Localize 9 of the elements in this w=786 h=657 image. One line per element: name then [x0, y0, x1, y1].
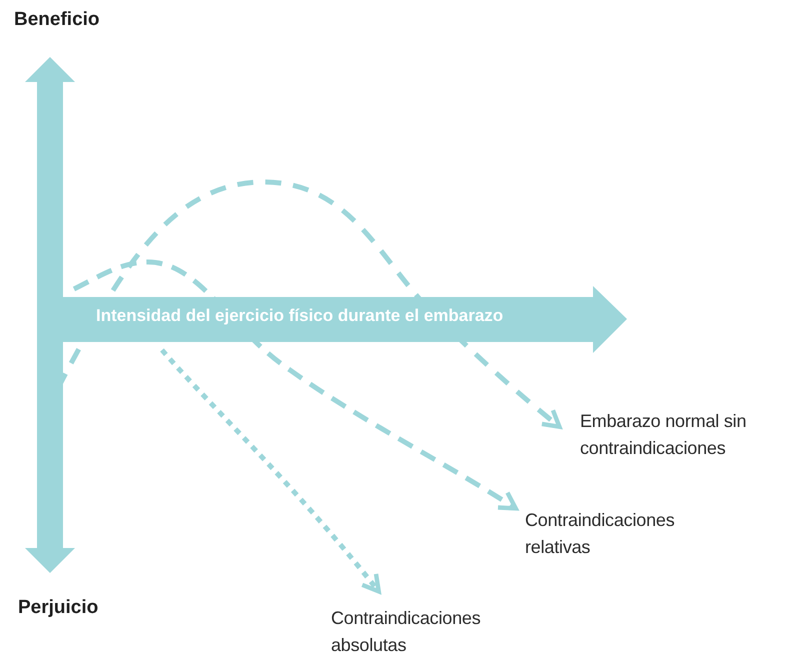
axis-arrow [63, 286, 627, 353]
curve-label: Contraindicaciones absolutas [331, 605, 511, 657]
curve-arrow [72, 260, 518, 511]
curve-label: Contraindicaciones relativas [525, 507, 705, 561]
curve-arrow [160, 348, 381, 594]
axis-title: Intensidad del ejercicio físico durante el embarazo [96, 306, 504, 326]
curve-label: Embarazo normal sin contraindicaciones [580, 408, 785, 462]
axis-label: Perjuicio [18, 597, 98, 619]
axis-label: Beneficio [14, 9, 100, 31]
